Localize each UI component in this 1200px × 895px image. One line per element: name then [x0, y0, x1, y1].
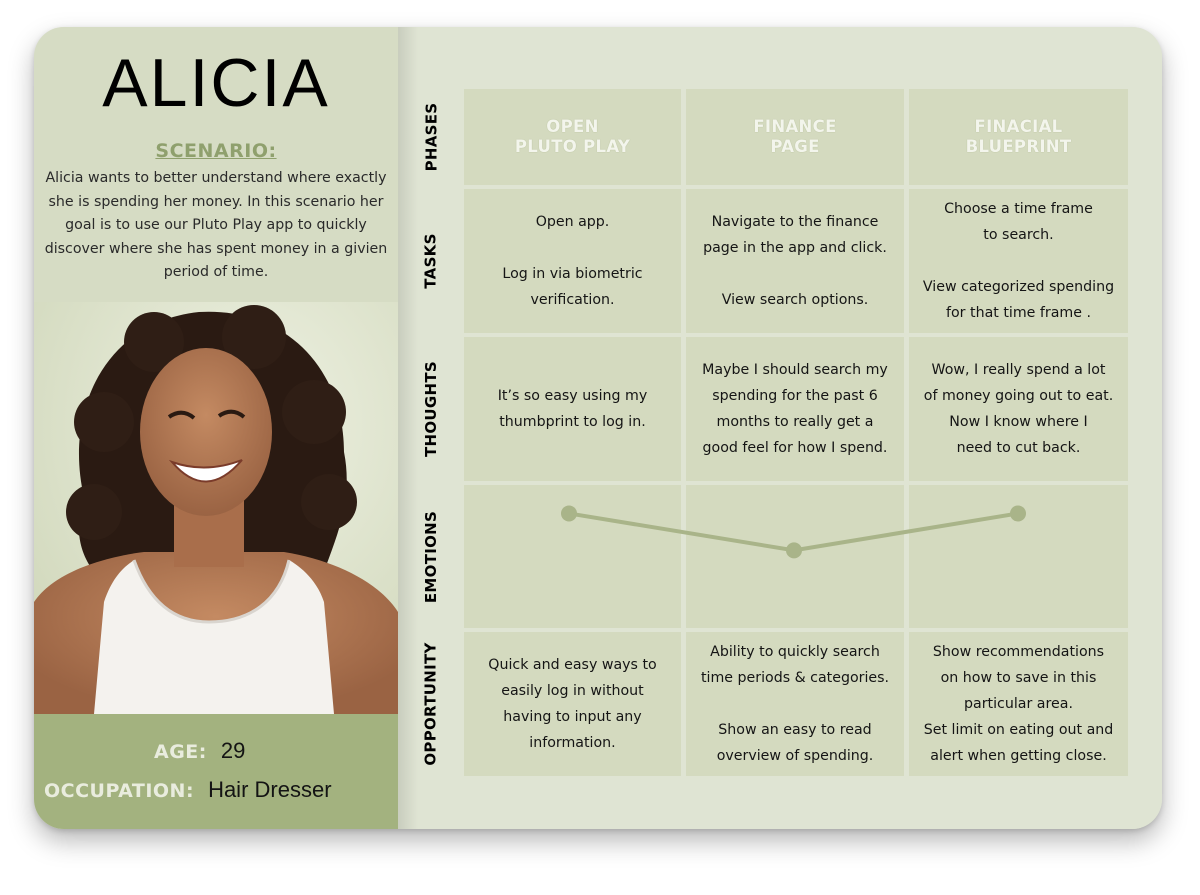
thought-cell-1: It’s so easy using my thumbprint to log …: [464, 337, 681, 481]
age-row: AGE: 29: [154, 738, 245, 764]
thought-text: Maybe I should search my spending for th…: [702, 362, 888, 456]
row-label-phases: PHASES: [408, 89, 454, 185]
journey-grid: PHASES TASKS THOUGHTS EMOTIONS OPPORTUNI…: [398, 27, 1162, 829]
persona-name: ALICIA: [102, 45, 330, 121]
opportunity-text: Show recommendations on how to save in t…: [923, 644, 1114, 764]
emotion-cell-1: [464, 485, 681, 628]
persona-info-band: AGE: 29 OCCUPATION: Hair Dresser: [34, 714, 398, 829]
row-label-thoughts: THOUGHTS: [408, 337, 454, 481]
scenario-title: SCENARIO:: [155, 140, 277, 162]
row-label-thoughts-text: THOUGHTS: [422, 360, 440, 458]
scenario-text: Alicia wants to better understand where …: [44, 170, 388, 280]
row-label-phases-text: PHASES: [422, 102, 440, 172]
opportunity-cell-3: Show recommendations on how to save in t…: [909, 632, 1128, 776]
opportunity-text: Ability to quickly search time periods &…: [700, 644, 890, 764]
row-label-opportunity: OPPORTUNITY: [408, 632, 454, 776]
phase-label: OPEN PLUTO PLAY: [514, 117, 631, 156]
thought-cell-3: Wow, I really spend a lot of money going…: [909, 337, 1128, 481]
age-label: AGE:: [154, 741, 207, 763]
task-cell-1: Open app. Log in via biometric verificat…: [464, 189, 681, 333]
occupation-value: Hair Dresser: [208, 777, 332, 802]
persona-portrait: [34, 302, 398, 714]
task-text: Navigate to the finance page in the app …: [703, 214, 887, 308]
row-label-emotions-text: EMOTIONS: [422, 510, 440, 603]
opportunity-cell-1: Quick and easy ways to easily log in wit…: [464, 632, 681, 776]
phase-cell-2: FINANCE PAGE: [686, 89, 904, 185]
occupation-label: OCCUPATION:: [44, 780, 195, 802]
thought-text: It’s so easy using my thumbprint to log …: [497, 388, 648, 430]
row-label-opportunity-text: OPPORTUNITY: [422, 642, 440, 766]
age-value: 29: [220, 738, 246, 763]
phase-label: FINANCE PAGE: [753, 117, 837, 156]
task-text: Open app. Log in via biometric verificat…: [502, 214, 643, 308]
phase-cell-3: FINACIAL BLUEPRINT: [909, 89, 1128, 185]
phase-cell-1: OPEN PLUTO PLAY: [464, 89, 681, 185]
row-label-tasks-text: TASKS: [422, 233, 440, 289]
row-label-emotions: EMOTIONS: [408, 485, 454, 628]
opportunity-text: Quick and easy ways to easily log in wit…: [488, 657, 657, 751]
occupation-row: OCCUPATION: Hair Dresser: [44, 777, 332, 803]
task-cell-2: Navigate to the finance page in the app …: [686, 189, 904, 333]
phase-label: FINACIAL BLUEPRINT: [965, 117, 1072, 156]
task-text: Choose a time frame to search. View cate…: [922, 201, 1115, 321]
emotion-cell-2: [686, 485, 904, 628]
opportunity-cell-2: Ability to quickly search time periods &…: [686, 632, 904, 776]
emotion-cell-3: [909, 485, 1128, 628]
persona-panel: ALICIA SCENARIO: Alicia wants to better …: [34, 27, 398, 829]
task-cell-3: Choose a time frame to search. View cate…: [909, 189, 1128, 333]
journey-map-card: ALICIA SCENARIO: Alicia wants to better …: [34, 27, 1162, 829]
thought-text: Wow, I really spend a lot of money going…: [923, 362, 1114, 456]
thought-cell-2: Maybe I should search my spending for th…: [686, 337, 904, 481]
row-label-tasks: TASKS: [408, 189, 454, 333]
